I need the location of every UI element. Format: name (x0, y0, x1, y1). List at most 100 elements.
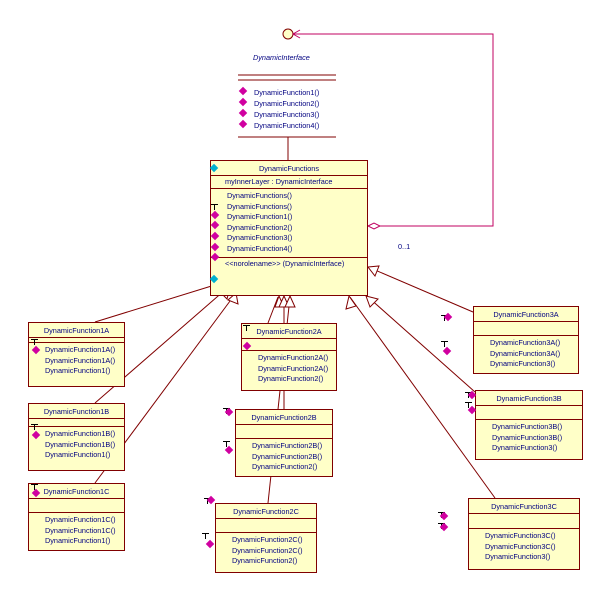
operation: DynamicFunction1B() (45, 439, 116, 449)
operation: DynamicFunction3() (227, 233, 293, 242)
multiplicity-label: 0..1 (398, 242, 411, 251)
operation: DynamicFunction1() (45, 450, 111, 459)
gen-arrow-3c (345, 294, 357, 310)
class-dynamicfunction2c[interactable]: DynamicFunction2C DynamicFunction2C() Dy… (215, 503, 317, 573)
operation: DynamicFunction2() (232, 556, 298, 565)
constructor-icon (31, 338, 38, 345)
operation: DynamicFunction2() (258, 374, 324, 383)
class-dynamicfunction1b[interactable]: DynamicFunction1B DynamicFunction1B() Dy… (28, 403, 125, 471)
constructor-icon (465, 401, 472, 408)
divider (476, 419, 582, 420)
association-line (293, 33, 494, 227)
constructor-icon (31, 483, 38, 490)
divider (469, 528, 579, 529)
interface-op-3: DynamicFunction3() (254, 110, 320, 119)
class-dynamicfunction3a[interactable]: DynamicFunction3A DynamicFunction3A() Dy… (473, 306, 579, 374)
operation: DynamicFunction2B() (252, 441, 323, 450)
operations: DynamicFunctions() DynamicFunctions() Dy… (211, 189, 367, 257)
interface-circle (282, 28, 294, 40)
association-arrow (291, 29, 301, 39)
divider (476, 405, 582, 406)
constructor-icon (441, 340, 448, 347)
interface-op-4: DynamicFunction4() (254, 121, 320, 130)
divider (474, 321, 578, 322)
operation: DynamicFunction3A() (490, 348, 561, 358)
operation: DynamicFunction1B() (45, 429, 116, 438)
class-name: DynamicFunction1C (43, 487, 110, 496)
operations: DynamicFunction3C() DynamicFunction3C() … (469, 529, 579, 566)
class-name: DynamicFunction3C (491, 502, 557, 511)
gen-line-3a (367, 266, 474, 313)
gen-arrow-2c (284, 294, 296, 308)
gen-arrow-3a (367, 265, 380, 277)
operation: DynamicFunctions() (227, 191, 292, 200)
gen-line-3c (349, 296, 496, 499)
divider (211, 257, 367, 258)
operation: DynamicFunction1A() (45, 355, 116, 365)
class-dynamicfunction3b[interactable]: DynamicFunction3B DynamicFunction3B() Dy… (475, 390, 583, 460)
operation: DynamicFunction3B() (492, 422, 563, 431)
class-dynamicfunction1a[interactable]: DynamicFunction1A DynamicFunction1A() Dy… (28, 322, 125, 387)
operation: DynamicFunction1() (45, 536, 111, 545)
aggregation-diamond (366, 222, 382, 230)
interface-op-2: DynamicFunction2() (254, 99, 320, 108)
gen-line-1a (94, 283, 219, 323)
constructor-icon (202, 532, 209, 539)
class-dynamicfunctions[interactable]: DynamicFunctions myInnerLayer : DynamicI… (210, 160, 368, 296)
gen-line-3b (367, 296, 476, 393)
class-dynamicfunction2a[interactable]: DynamicFunction2A DynamicFunction2A() Dy… (241, 323, 337, 391)
operation: DynamicFunction4() (227, 243, 293, 253)
class-name: DynamicFunction1B (43, 407, 110, 416)
class-name: DynamicFunction2A (256, 327, 322, 336)
operations: DynamicFunction2A() DynamicFunction2A() … (242, 351, 336, 388)
divider (211, 175, 367, 176)
class-dynamicfunction3c[interactable]: DynamicFunction3C DynamicFunction3C() Dy… (468, 498, 580, 570)
operation: DynamicFunction2B() (252, 451, 323, 461)
interface-name: DynamicInterface (253, 53, 310, 62)
operations: DynamicFunction2B() DynamicFunction2B() … (236, 439, 332, 476)
class-name: DynamicFunction1A (43, 326, 110, 335)
divider (236, 424, 332, 425)
operation: DynamicFunction1C() (45, 525, 116, 535)
divider (29, 418, 124, 419)
constructor-icon (211, 203, 218, 210)
operation: DynamicFunction2() (227, 222, 293, 232)
interface-op-1: DynamicFunction1() (254, 88, 320, 97)
operations: DynamicFunction1A() DynamicFunction1A() … (29, 343, 124, 380)
gen-line-2a (267, 296, 279, 324)
divider (29, 426, 124, 427)
divider (211, 188, 367, 189)
class-name: DynamicFunction2C (233, 507, 299, 516)
operations: DynamicFunction2C() DynamicFunction2C() … (216, 533, 316, 570)
class-dynamicfunction1c[interactable]: DynamicFunction1C DynamicFunction1C() Dy… (28, 483, 125, 551)
divider (29, 512, 124, 513)
role-label: <<norolename>> (DynamicInterface) (225, 259, 345, 268)
constructor-icon (31, 423, 38, 430)
operation: DynamicFunction1() (45, 366, 111, 375)
operation: DynamicFunction3() (485, 552, 551, 561)
operation: DynamicFunctions() (227, 201, 292, 211)
class-name: DynamicFunction3A (493, 310, 559, 319)
operation: DynamicFunction2C() (232, 535, 303, 544)
operation: DynamicFunction3() (490, 359, 556, 368)
divider (216, 532, 316, 533)
operations: DynamicFunction3A() DynamicFunction3A() … (474, 336, 578, 373)
class-name: DynamicFunction2B (251, 413, 317, 422)
operation: DynamicFunction3A() (490, 338, 561, 347)
attribute: myInnerLayer : DynamicInterface (225, 177, 333, 186)
operation: DynamicFunction2A() (258, 353, 329, 362)
class-dynamicfunction2b[interactable]: DynamicFunction2B DynamicFunction2B() Dy… (235, 409, 333, 477)
divider (242, 350, 336, 351)
gen-arrow-3b (365, 295, 379, 308)
class-name: DynamicFunctions (258, 164, 320, 173)
operations: DynamicFunction3B() DynamicFunction3B() … (476, 420, 582, 457)
operation: DynamicFunction3B() (492, 432, 563, 442)
divider (216, 518, 316, 519)
divider (29, 498, 124, 499)
constructor-icon (223, 440, 230, 447)
operations: DynamicFunction1B() DynamicFunction1B() … (29, 427, 124, 464)
operation: DynamicFunction2A() (258, 363, 329, 373)
class-name: DynamicFunction3B (496, 394, 562, 403)
divider (242, 338, 336, 339)
operation: DynamicFunction1C() (45, 515, 116, 524)
